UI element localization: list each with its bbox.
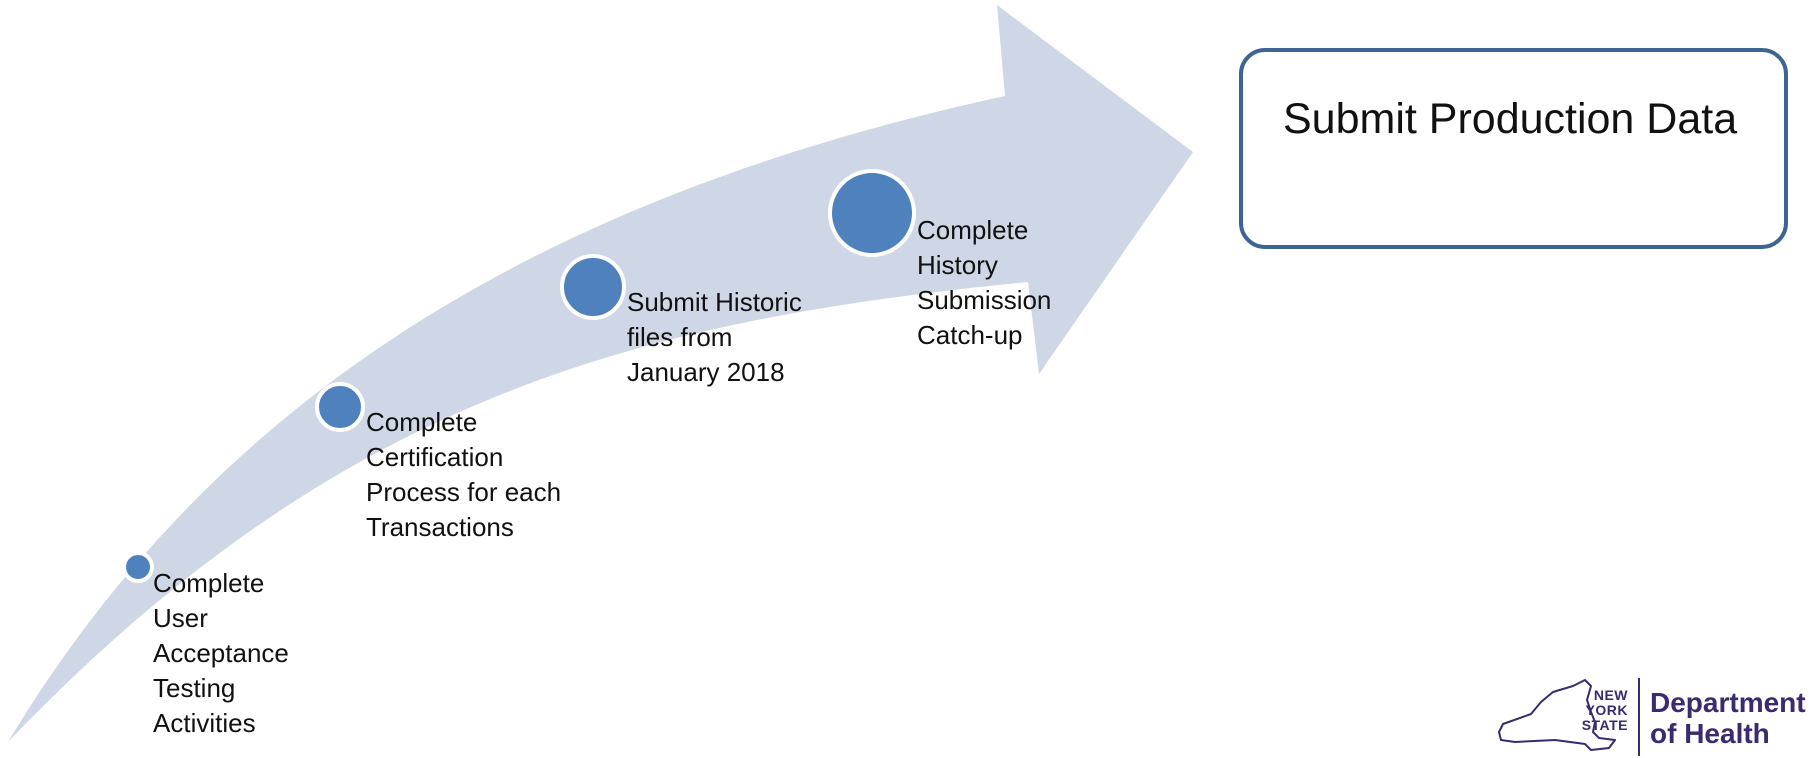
goal-label: Submit Production Data [1283,95,1738,143]
step-label-certification: Complete Certification Process for each … [366,407,562,542]
logo-department-text: Department of Health [1650,687,1806,749]
nys-doh-logo: NEW YORK STATE Department of Health [1495,676,1815,758]
logo-divider [1638,678,1640,756]
step-label-catchup: Complete History Submission Catch-up [917,215,1052,350]
step-label-historic: Submit Historic files from January 2018 [627,287,802,387]
goal-box: Submit Production Data [1239,48,1788,249]
new-york-state-outline-icon [1498,679,1616,751]
step-label-uat: Complete User Acceptance Testing Activit… [153,568,289,738]
step-node-certification [315,382,365,432]
step-node-uat [122,551,154,583]
step-node-historic [560,254,626,320]
step-node-catchup [828,169,916,257]
logo-new-york-state-text: NEW YORK STATE [1581,687,1628,733]
